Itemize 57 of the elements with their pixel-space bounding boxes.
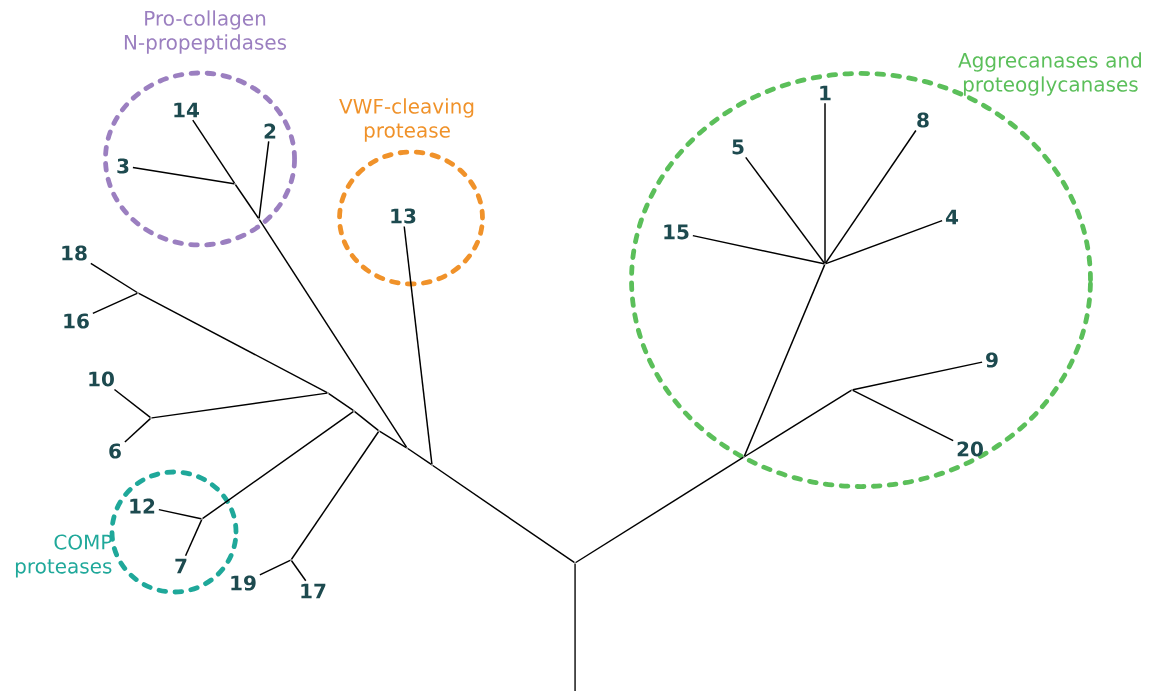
tree-branch [290, 560, 307, 582]
leaf-label: 2 [264, 123, 276, 139]
leaf-label: 18 [62, 245, 87, 261]
leaf-label: 20 [957, 441, 983, 457]
tree-branch [90, 262, 138, 294]
leaf-label: 1 [820, 85, 831, 101]
leaf-label: 4 [945, 209, 959, 225]
leaf-label: 10 [89, 371, 114, 387]
tree-branch [692, 234, 825, 265]
leaf-label: 15 [664, 224, 689, 240]
leaf-label: 5 [732, 139, 744, 155]
tree-branch [743, 264, 826, 457]
tree-branch [824, 129, 917, 264]
tree-branch [379, 430, 407, 449]
tree-branch [824, 102, 826, 264]
leaf-label: 17 [301, 583, 326, 599]
tree-branch [124, 417, 152, 443]
tree-branch [184, 519, 203, 557]
leaf-label: 16 [64, 313, 89, 329]
tree-branch [234, 184, 260, 219]
tree-branch [354, 410, 379, 432]
tree-branch [825, 219, 943, 265]
leaf-label: 14 [174, 102, 199, 118]
tree-branch [158, 508, 202, 520]
tree-branch [403, 225, 433, 465]
leaf-label: 6 [109, 443, 121, 459]
group-label: Pro-collagen N-propeptidases [124, 10, 287, 54]
tree-branch [574, 563, 576, 691]
leaf-label: 12 [130, 498, 155, 514]
tree-branch [113, 388, 151, 419]
tree-branch [258, 140, 270, 219]
tree-branch [852, 389, 954, 442]
leaf-label: 7 [175, 558, 187, 574]
tree-branch [258, 219, 408, 448]
tree-branch [575, 456, 744, 564]
leaf-label: 9 [986, 352, 998, 368]
group-label: VWF-cleaving protease [339, 98, 474, 142]
tree-branch [328, 392, 354, 412]
leaf-label: 13 [391, 208, 416, 224]
tree-branch [192, 119, 236, 184]
tree-branch [744, 156, 826, 264]
tree-branch [92, 292, 138, 315]
tree-branch [259, 559, 291, 576]
group-label: Aggrecanases and proteoglycanases [958, 52, 1141, 96]
leaf-label: 3 [117, 158, 129, 174]
tree-branch [132, 166, 235, 185]
tree-branch [290, 431, 380, 560]
tree-branch [744, 389, 852, 458]
group-label: COMP proteases [15, 534, 112, 578]
tree-branch [432, 464, 575, 564]
tree-branch [852, 361, 983, 391]
tree-branch [407, 447, 432, 466]
tree-branch [202, 410, 354, 520]
leaf-label: 8 [917, 112, 929, 128]
leaf-label: 19 [231, 575, 256, 591]
tree-branch [138, 292, 328, 394]
tree-branch [151, 392, 328, 419]
